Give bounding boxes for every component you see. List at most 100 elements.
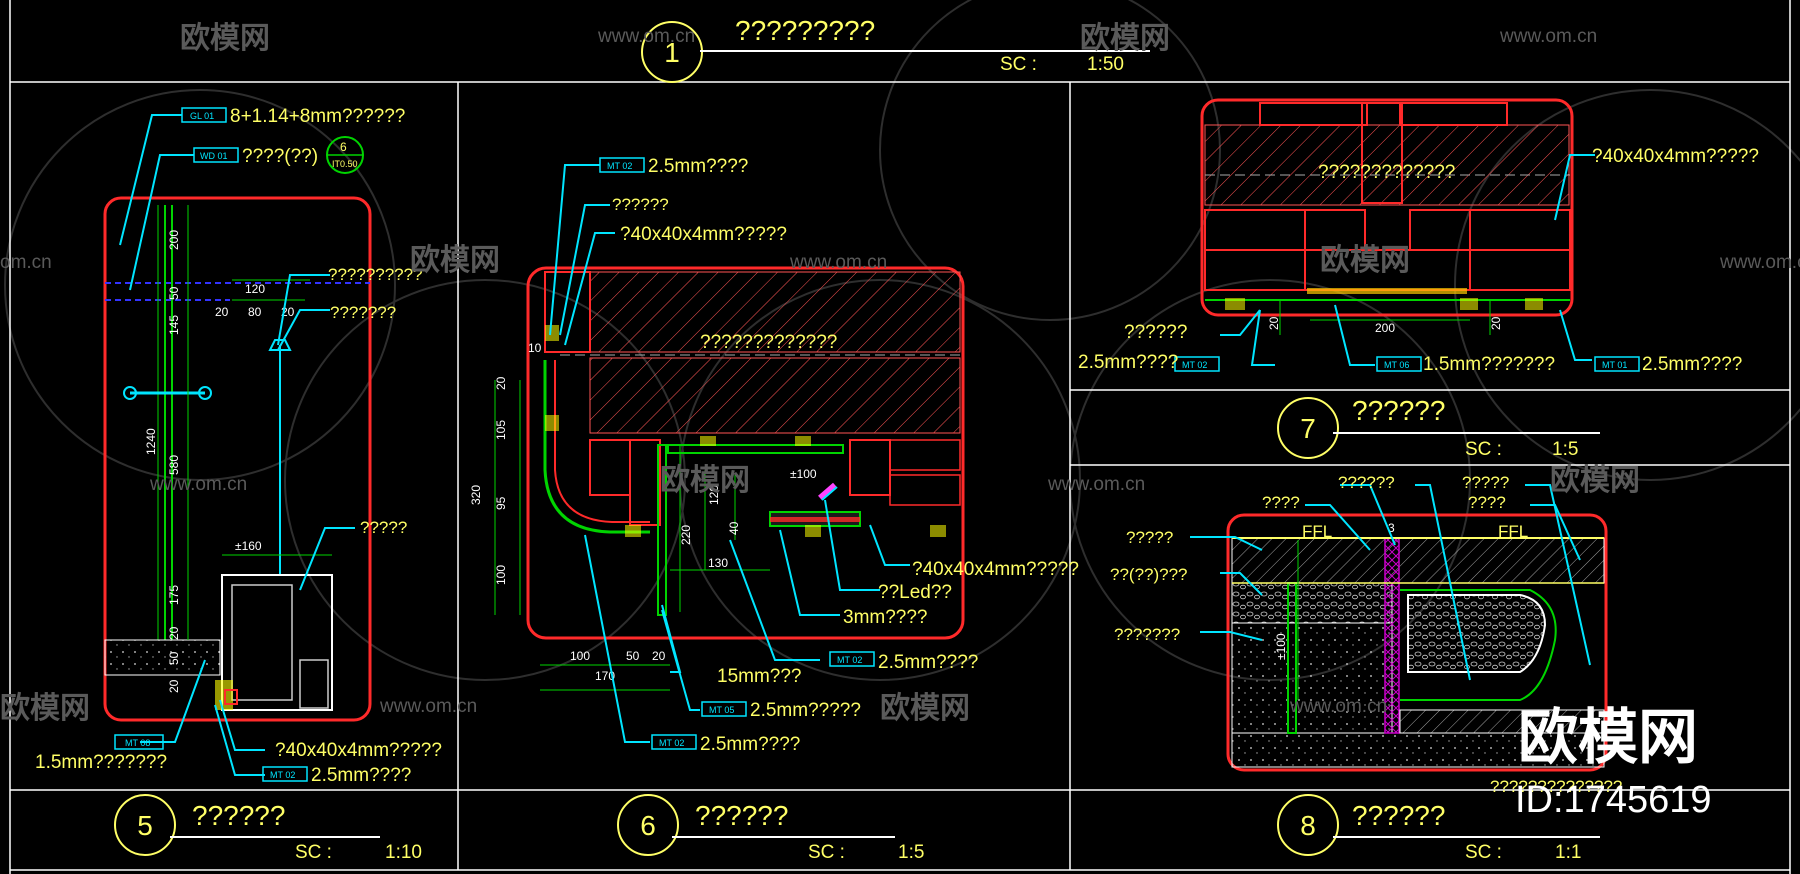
svg-text:1.5mm???????: 1.5mm??????? (35, 752, 167, 773)
svg-text:MT 06: MT 06 (1384, 360, 1409, 370)
svg-text:SC :: SC : (295, 842, 332, 863)
svg-text:www.om.cn: www.om.cn (1289, 696, 1387, 717)
svg-text:1.5mm???????: 1.5mm??????? (1423, 354, 1555, 375)
svg-text:5: 5 (137, 810, 153, 841)
svg-text:20: 20 (215, 305, 229, 319)
svg-text:SC :: SC : (808, 842, 845, 863)
svg-text:6: 6 (640, 810, 656, 841)
svg-text:?40x40x4mm?????: ?40x40x4mm????? (620, 224, 787, 245)
watermark-overlays: 欧模网 www.om.cn 欧模网 www.om.cn om.cn 欧模网 ww… (0, 22, 1800, 821)
detail7-title-block: 7 ?????? SC : 1:5 (1277, 395, 1600, 460)
detail5-title-block: 5 ?????? SC : 1:10 (114, 794, 422, 863)
drawing-frame (9, 0, 1791, 874)
svg-text:??????: ?????? (1124, 322, 1187, 343)
svg-text:175: 175 (167, 585, 181, 605)
detail7-notes: ????????????? ?40x40x4mm????? ?????? 2.5… (1078, 146, 1759, 375)
svg-text:www.om.cn: www.om.cn (789, 252, 887, 273)
svg-text:欧模网: 欧模网 (880, 692, 970, 725)
svg-text:20: 20 (167, 626, 181, 640)
header-number: 1 (664, 37, 680, 68)
svg-text:MT 01: MT 01 (1602, 360, 1627, 370)
svg-text:欧模网: 欧模网 (660, 464, 750, 497)
detail5-boundary (103, 196, 372, 722)
svg-text:8: 8 (1300, 810, 1316, 841)
svg-text:2.5mm????: 2.5mm???? (1078, 352, 1178, 373)
svg-text:WD 01: WD 01 (200, 151, 228, 161)
svg-text:?????????????: ????????????? (1318, 162, 1455, 183)
detail5-section-marker: 6 IT0.50 (326, 136, 364, 174)
svg-text:欧模网: 欧模网 (180, 22, 270, 55)
svg-text:15mm???: 15mm??? (717, 666, 802, 687)
detail5-leaders (119, 114, 355, 776)
svg-text:FFL: FFL (1302, 522, 1332, 541)
svg-text:IT0.50: IT0.50 (332, 159, 358, 169)
detail-7: 20 200 20 MT 02 MT 06 MT 01 ????????????… (1078, 98, 1759, 460)
detail8-notes: ?????? ???? ????? ???? ????? ??(??)??? ?… (1110, 473, 1622, 796)
svg-text:??????: ?????? (1338, 473, 1395, 492)
svg-text:欧模网: 欧模网 (1320, 244, 1410, 277)
svg-text:320: 320 (469, 485, 483, 505)
svg-text:120: 120 (245, 282, 265, 296)
svg-text:2.5mm????: 2.5mm???? (700, 734, 800, 755)
svg-text:??????: ?????? (612, 195, 669, 214)
header-scale: 1:50 (1087, 54, 1124, 75)
svg-text:?????????????: ????????????? (700, 332, 837, 353)
svg-text:www.om.cn: www.om.cn (1719, 252, 1800, 273)
svg-text:3mm????: 3mm???? (843, 607, 928, 628)
svg-text:??????: ?????? (695, 800, 788, 831)
svg-text:FFL: FFL (1498, 522, 1528, 541)
svg-text:1:10: 1:10 (385, 842, 422, 863)
detail5-tags: GL 01 WD 01 MT 08 MT 02 (114, 107, 308, 782)
svg-text:±160: ±160 (235, 539, 262, 553)
svg-text:MT 02: MT 02 (607, 161, 632, 171)
svg-text:??????: ?????? (1352, 395, 1445, 426)
svg-text:100: 100 (570, 649, 590, 663)
svg-text:10: 10 (528, 341, 542, 355)
watermark-brand-large: 欧模网 (1518, 704, 1698, 771)
detail6-tags: MT 02 MT 02 MT 05 MT 02 (599, 157, 875, 750)
svg-text:20: 20 (652, 649, 666, 663)
svg-text:SC :: SC : (1465, 439, 1502, 460)
svg-text:2.5mm????: 2.5mm???? (648, 156, 748, 177)
header-title: ????????? (735, 15, 875, 46)
svg-text:1240: 1240 (144, 428, 158, 455)
svg-text:145: 145 (167, 315, 181, 335)
svg-text:??Led??: ??Led?? (878, 582, 952, 603)
svg-text:?40x40x4mm?????: ?40x40x4mm????? (912, 559, 1079, 580)
svg-text:SC :: SC : (1465, 842, 1502, 863)
svg-text:130: 130 (708, 556, 728, 570)
svg-text:2.5mm????: 2.5mm???? (1642, 354, 1742, 375)
svg-text:2.5mm????: 2.5mm???? (311, 765, 411, 786)
svg-text:50: 50 (167, 651, 181, 665)
svg-text:20: 20 (494, 376, 508, 390)
svg-text:200: 200 (1375, 321, 1395, 335)
detail6-boundary (526, 266, 965, 640)
svg-text:MT 02: MT 02 (659, 738, 684, 748)
detail5-notes: 8+1.14+8mm?????? ????(??) ?????????? ???… (35, 106, 442, 786)
detail5-dimensions: 200 50 120 20 80 20 145 1240 580 ±160 17… (144, 230, 295, 693)
svg-text:170: 170 (595, 669, 615, 683)
detail7-tags: MT 02 MT 06 MT 01 (1174, 356, 1640, 372)
svg-text:8+1.14+8mm??????: 8+1.14+8mm?????? (230, 106, 405, 127)
svg-text:om.cn: om.cn (0, 252, 52, 273)
svg-text:www.om.cn: www.om.cn (1499, 26, 1597, 47)
svg-text:50: 50 (626, 649, 640, 663)
detail6-leaders (549, 164, 910, 743)
svg-text:1:5: 1:5 (898, 842, 924, 863)
svg-text:www.om.cn: www.om.cn (379, 696, 477, 717)
svg-text:80: 80 (248, 305, 262, 319)
svg-text:2.5mm?????: 2.5mm????? (750, 700, 861, 721)
svg-text:±100: ±100 (790, 467, 817, 481)
detail7-boundary (1200, 98, 1574, 317)
watermark-tile: 欧模网 www.om.cn 欧模网 www.om.cn om.cn 欧模网 ww… (0, 22, 1800, 725)
svg-text:95: 95 (494, 496, 508, 510)
svg-text:??????????: ?????????? (328, 265, 423, 284)
header-title-block: 1 ????????? SC : 1:50 (641, 15, 1150, 83)
svg-text:?????: ????? (1462, 473, 1509, 492)
detail-5: 200 50 120 20 80 20 145 1240 580 ±160 17… (35, 106, 442, 863)
svg-text:?????: ????? (1126, 528, 1173, 547)
detail7-dimensions: 20 200 20 (1267, 316, 1503, 335)
svg-text:???????: ??????? (330, 303, 396, 322)
svg-text:40: 40 (727, 521, 741, 535)
svg-text:1:5: 1:5 (1552, 439, 1578, 460)
